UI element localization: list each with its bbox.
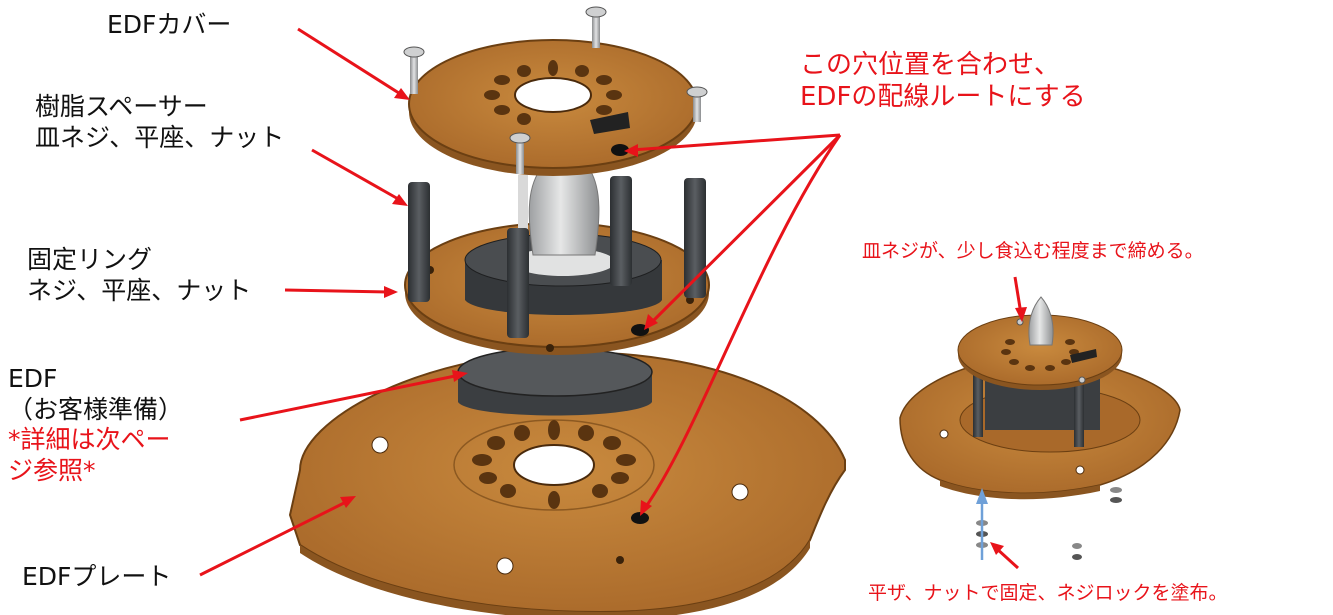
label-screw-note: 皿ネジが、少し食込む程度まで締める。 (862, 240, 1204, 262)
plate-vent-slots (472, 420, 636, 509)
label-fixing-ring: 固定リング ネジ、平座、ナット (27, 245, 251, 306)
edf-cover-graphic (408, 39, 698, 176)
washers-and-nuts (976, 487, 1122, 560)
label-resin-spacer-line2: 皿ネジ、平座、ナット (35, 122, 285, 152)
resin-spacers (408, 176, 706, 338)
label-hole-alignment: この穴位置を合わせ、 EDFの配線ルートにする (800, 50, 1086, 113)
label-edf-line2: （お客様準備） (8, 394, 184, 424)
assembled-view-graphic (899, 296, 1181, 560)
ring-wiring-hole (631, 324, 649, 336)
label-detail-line2: ジ参照* (8, 455, 96, 485)
edf-plate-graphic (288, 350, 846, 615)
label-resin-spacer-line1: 樹脂スペーサー (35, 92, 208, 121)
countersunk-screws (403, 6, 708, 174)
label-fixing-ring-line1: 固定リング (27, 245, 153, 274)
label-fix-note: 平ザ、ナットで固定、ネジロックを塗布。 (868, 582, 1228, 604)
plate-wiring-hole (631, 512, 649, 524)
cover-wiring-hole (611, 144, 629, 156)
label-edf-cover: EDFカバー (107, 10, 232, 39)
label-detail-line1: *詳細は次ペー (8, 425, 171, 454)
label-hole-alignment-line1: この穴位置を合わせ、 (800, 50, 1061, 80)
edf-graphic (457, 347, 653, 416)
leader-arrows (199, 27, 1027, 577)
label-edf: EDF （お客様準備） *詳細は次ペー ジ参照* (8, 364, 183, 486)
label-edf-line1: EDF (8, 364, 58, 393)
label-edf-plate: EDFプレート (22, 562, 172, 591)
label-hole-alignment-line2: EDFの配線ルートにする (800, 81, 1086, 112)
label-fixing-ring-line2: ネジ、平座、ナット (27, 275, 252, 305)
label-resin-spacer: 樹脂スペーサー 皿ネジ、平座、ナット (35, 92, 284, 153)
